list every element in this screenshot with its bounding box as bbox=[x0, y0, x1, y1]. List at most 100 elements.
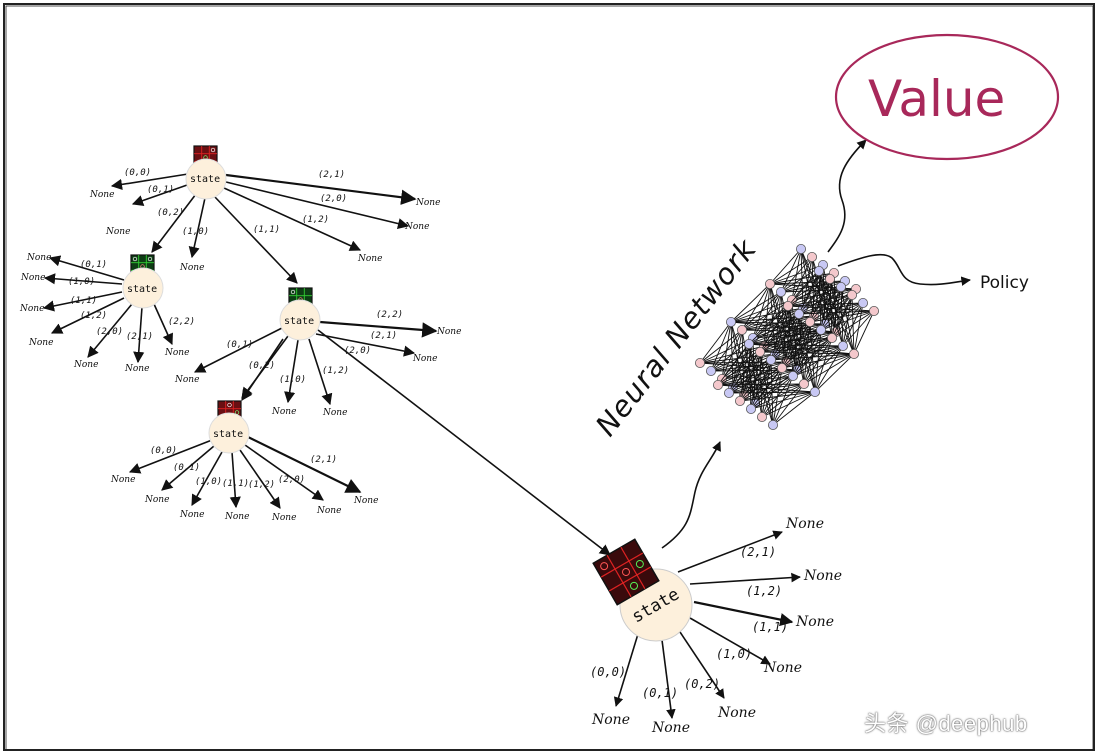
nn-connection bbox=[769, 248, 802, 285]
tree-e-edges bbox=[613, 441, 801, 719]
arrow-to-policy bbox=[837, 253, 971, 286]
tree-e-move-label: (0,1) bbox=[642, 686, 678, 700]
nn-connection bbox=[853, 310, 875, 355]
tree-c-move-label: (2,0) bbox=[344, 346, 371, 356]
nn-connection bbox=[814, 329, 822, 393]
nn-neuron bbox=[724, 387, 735, 398]
frame-border-inner bbox=[5, 5, 1094, 751]
tree-b-leaf-none: None bbox=[164, 348, 189, 358]
tree-b-move-label: (1,1) bbox=[70, 296, 97, 306]
nn-neuron bbox=[737, 324, 748, 335]
nn-neuron bbox=[814, 265, 825, 276]
tree-e-move-label: (1,0) bbox=[716, 647, 752, 661]
nn-neuron bbox=[847, 289, 858, 300]
tree-c-move-label: (2,1) bbox=[370, 331, 397, 341]
nn-connection bbox=[772, 383, 805, 426]
tree-a-move-label: (0,2) bbox=[157, 208, 184, 218]
tree-c-move-label: (1,2) bbox=[322, 366, 349, 376]
nn-neuron bbox=[805, 316, 816, 327]
tree-d-leaf-none: None bbox=[316, 506, 341, 516]
nn-neuron bbox=[799, 378, 810, 389]
tree-b: state (0,1) (1,0) (1,1) (1,2) (2,0) (2,1… bbox=[19, 253, 195, 374]
nn-neuron bbox=[794, 308, 805, 319]
watermark: 头条 @deephub bbox=[864, 711, 1028, 736]
nn-connection bbox=[739, 343, 750, 402]
tree-d-move-label: (0,1) bbox=[173, 463, 200, 473]
nn-connection bbox=[759, 305, 789, 353]
nn-neuron bbox=[726, 316, 737, 327]
nn-connection bbox=[748, 343, 752, 410]
tree-a-leaf-none: None bbox=[89, 190, 114, 200]
tree-a-leaf-none: None bbox=[105, 227, 130, 237]
tree-e-leaf-none: None bbox=[795, 614, 834, 630]
tree-d-edges bbox=[128, 338, 362, 509]
nn-connection bbox=[780, 248, 802, 293]
tree-d-leaf-none: None bbox=[271, 513, 296, 523]
tree-e-leaf-none: None bbox=[785, 516, 824, 532]
nn-connection bbox=[717, 343, 750, 386]
tree-c-edges bbox=[194, 320, 611, 556]
nn-connection bbox=[728, 343, 750, 394]
tree-e-leaf-none: None bbox=[803, 568, 842, 584]
nn-connection bbox=[752, 283, 771, 339]
nn-connection bbox=[818, 270, 855, 355]
nn-neuron bbox=[825, 273, 836, 284]
nn-connection bbox=[800, 248, 804, 309]
nn-connection bbox=[721, 321, 732, 380]
arrow-to-value bbox=[827, 139, 867, 253]
tree-d-leaf-none: None bbox=[144, 495, 169, 505]
tree-d-state-label: state bbox=[213, 429, 243, 440]
nn-connection bbox=[730, 283, 771, 323]
nn-connection bbox=[809, 270, 820, 323]
tree-a-move-label: (1,1) bbox=[253, 225, 280, 235]
tree-b-edges bbox=[42, 255, 173, 364]
tree-e-board-icon bbox=[592, 538, 660, 606]
tree-a-move-label: (2,0) bbox=[320, 194, 347, 204]
tree-d-move-label: (0,0) bbox=[150, 446, 177, 456]
tree-c: state (0,1) (0,2) (1,0) (1,2) (2,0) (2,1… bbox=[174, 287, 611, 556]
nn-neuron bbox=[796, 243, 807, 254]
nn-neuron bbox=[768, 419, 779, 430]
tree-e-move-label: (2,1) bbox=[740, 545, 776, 559]
nn-neuron bbox=[713, 379, 724, 390]
nn-connection bbox=[787, 270, 820, 307]
tree-b-move-label: (1,0) bbox=[68, 277, 95, 287]
tree-e-leaf-none: None bbox=[763, 660, 802, 676]
nn-connection bbox=[829, 278, 855, 355]
nn-neuron bbox=[788, 370, 799, 381]
nn-connection bbox=[787, 305, 805, 385]
value-ellipse bbox=[834, 33, 1060, 161]
policy-label: Policy bbox=[980, 273, 1029, 293]
nn-connection bbox=[772, 391, 816, 426]
tree-a-move-label: (1,2) bbox=[302, 215, 329, 225]
tree-c-leaf-none: None bbox=[322, 408, 347, 418]
nn-neuron bbox=[816, 324, 827, 335]
tree-b-state-label: state bbox=[127, 284, 157, 295]
nn-connection bbox=[798, 270, 820, 315]
nn-connection bbox=[787, 305, 816, 393]
nn-neuron bbox=[757, 411, 768, 422]
tree-a-move-label: (1,0) bbox=[182, 227, 209, 237]
nn-neuron bbox=[695, 357, 706, 368]
nn-connection bbox=[770, 305, 789, 361]
nn-neuron bbox=[777, 362, 788, 373]
tree-a-edges bbox=[110, 173, 417, 284]
value-label: Value bbox=[868, 70, 1005, 128]
tree-a-state-label: state bbox=[190, 174, 220, 185]
tree-b-leaf-none: None bbox=[73, 360, 98, 370]
tree-a-move-label: (0,0) bbox=[124, 168, 151, 178]
nn-neuron bbox=[838, 340, 849, 351]
tree-d-state-node bbox=[208, 412, 250, 454]
nn-connection bbox=[818, 270, 822, 331]
tree-c-state-label: state bbox=[284, 316, 314, 327]
nn-neuron bbox=[783, 300, 794, 311]
nn-connection bbox=[710, 321, 732, 372]
nn-connection bbox=[814, 345, 844, 393]
nn-connection bbox=[748, 343, 774, 426]
nn-neuron bbox=[849, 348, 860, 359]
nn-neuron bbox=[836, 281, 847, 292]
tree-e-move-label: (1,2) bbox=[746, 584, 782, 598]
nn-neuron bbox=[755, 346, 766, 357]
nn-neuron bbox=[776, 286, 787, 297]
